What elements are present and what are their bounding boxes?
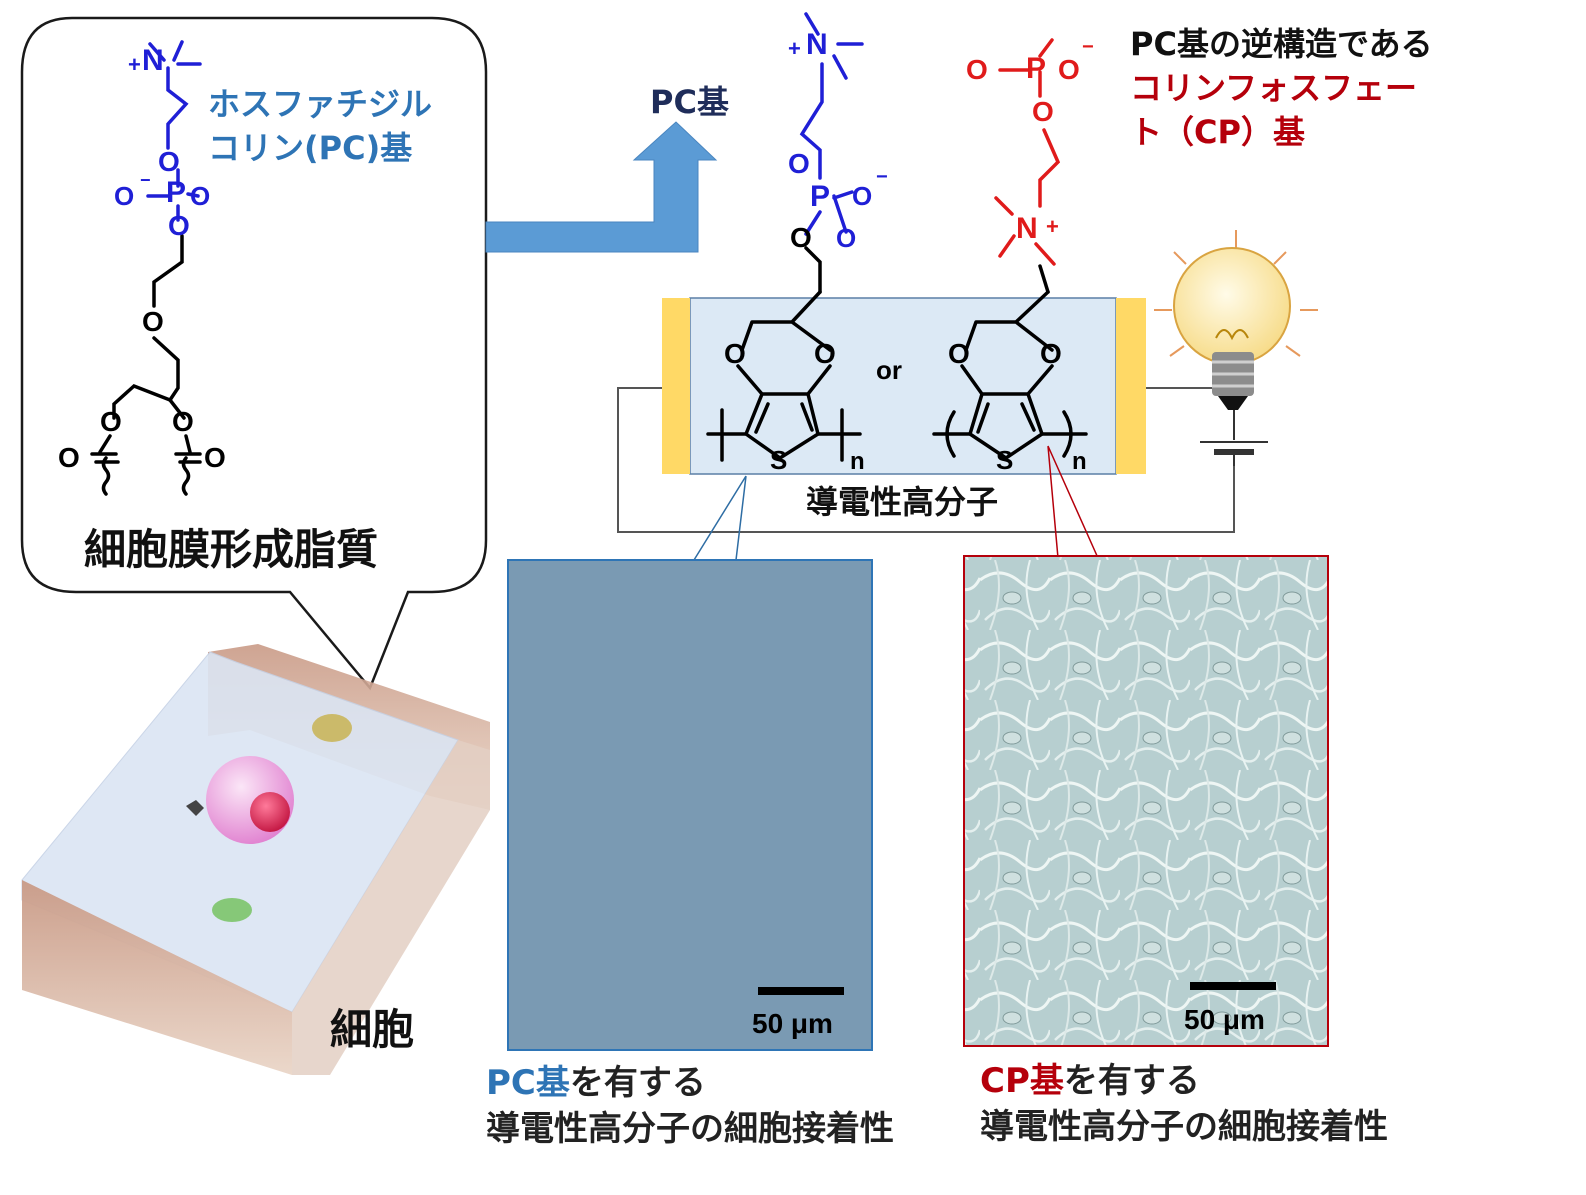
pc-group-chain <box>799 12 864 294</box>
cell-dish <box>21 644 490 1075</box>
cp-caption-line2: 導電性高分子の細胞接着性 <box>980 1107 1388 1147</box>
pc-micrograph <box>507 559 873 1051</box>
cp-o-atom-3: O <box>1032 96 1054 127</box>
pedot-pc-structure <box>706 290 862 462</box>
left-electrode <box>662 298 690 474</box>
cp-description-line3: ト（CP）基 <box>1130 113 1305 151</box>
cell-label: 細胞 <box>330 1005 415 1054</box>
pc-caption-line2: 導電性高分子の細胞接着性 <box>486 1109 894 1149</box>
pc-caption-group: PC基 <box>486 1063 570 1103</box>
pc-arrow <box>485 121 718 253</box>
pc-o-atom-1: O <box>788 148 810 179</box>
pc-scale-bar <box>758 987 844 995</box>
pc-o-atom-3: O <box>836 223 857 253</box>
pc-p-atom: P <box>810 180 831 213</box>
pedot-pc-n: n <box>850 448 865 475</box>
pc-n-atom: N <box>806 28 828 61</box>
pc-scale-label: 50 μm <box>752 1008 833 1039</box>
pedot-cp-n: n <box>1072 448 1087 475</box>
lipid-n-atom: N <box>142 44 164 77</box>
battery-icon <box>1200 410 1268 466</box>
pc-caption-rest: を有する <box>569 1063 706 1103</box>
lipid-o-atom-5: O <box>142 306 164 337</box>
cp-micrograph <box>963 555 1329 1047</box>
pedot-pc-s-atom: S <box>770 445 788 475</box>
pc-caption-line1: PC基を有する <box>486 1063 706 1103</box>
pc-o-atom-2: O <box>852 181 873 211</box>
cp-p-atom: P <box>1026 52 1047 85</box>
lipid-p-atom: P <box>166 176 187 209</box>
lipid-o-atom-7: O <box>172 406 194 437</box>
arrow-pc-label: PC基 <box>650 83 729 121</box>
light-bulb-icon <box>1154 230 1318 410</box>
cp-scale-label: 50 μm <box>1184 1004 1265 1035</box>
pedot-cp-s-atom: S <box>996 445 1014 475</box>
circuit-wires <box>617 387 1235 533</box>
lipid-o-atom-2: O <box>114 181 135 211</box>
lipid-n-plus: + <box>128 52 141 77</box>
cp-n-plus: + <box>1046 214 1059 239</box>
lipid-pc-head <box>146 40 202 222</box>
cp-caption-line1: CP基を有する <box>980 1061 1200 1101</box>
cp-o-atom-2: O <box>1058 54 1080 85</box>
callout-bubble <box>20 16 488 691</box>
cp-description-line2: コリンフォスフェー <box>1130 69 1418 107</box>
lipid-o-atom-6: O <box>100 406 122 437</box>
pedot-pc-o-right: O <box>814 338 836 369</box>
cp-caption-group: CP基 <box>980 1061 1064 1101</box>
cp-o-atom-1: O <box>966 54 988 85</box>
lipid-skeleton <box>90 234 202 496</box>
cp-n-atom: N <box>1016 212 1038 245</box>
pc-minus: − <box>876 166 888 188</box>
pc-n-plus: + <box>788 36 801 61</box>
cp-group-chain <box>994 38 1061 294</box>
polymer-label: 導電性高分子 <box>806 483 999 521</box>
pedot-cp-structure <box>932 290 1088 460</box>
pedot-cp-o-right: O <box>1040 338 1062 369</box>
pedot-cp-o-left: O <box>948 338 970 369</box>
lipid-o-atom-3: O <box>190 181 211 211</box>
lipid-o-atom-1: O <box>158 146 180 177</box>
lipid-minus: − <box>140 170 151 190</box>
lipid-caption: 細胞膜形成脂質 <box>84 525 379 574</box>
lipid-o-atom-8: O <box>58 442 80 473</box>
zoom-lines <box>693 445 1099 561</box>
lipid-o-atom-4: O <box>168 210 190 241</box>
or-text: or <box>876 355 902 385</box>
pc-group-label-line1: ホスファチジル <box>208 85 433 123</box>
cp-description-line1: PC基の逆構造である <box>1130 25 1433 63</box>
pedot-pc-o-left: O <box>724 338 746 369</box>
pc-group-label-line2: コリン(PC)基 <box>208 129 413 167</box>
right-electrode <box>1116 298 1146 474</box>
cp-minus: − <box>1082 36 1094 58</box>
cp-scale-bar <box>1190 982 1276 990</box>
lipid-o-atom-9: O <box>204 442 226 473</box>
cp-caption-rest: を有する <box>1063 1061 1200 1101</box>
pc-o-atom-4: O <box>790 222 812 253</box>
